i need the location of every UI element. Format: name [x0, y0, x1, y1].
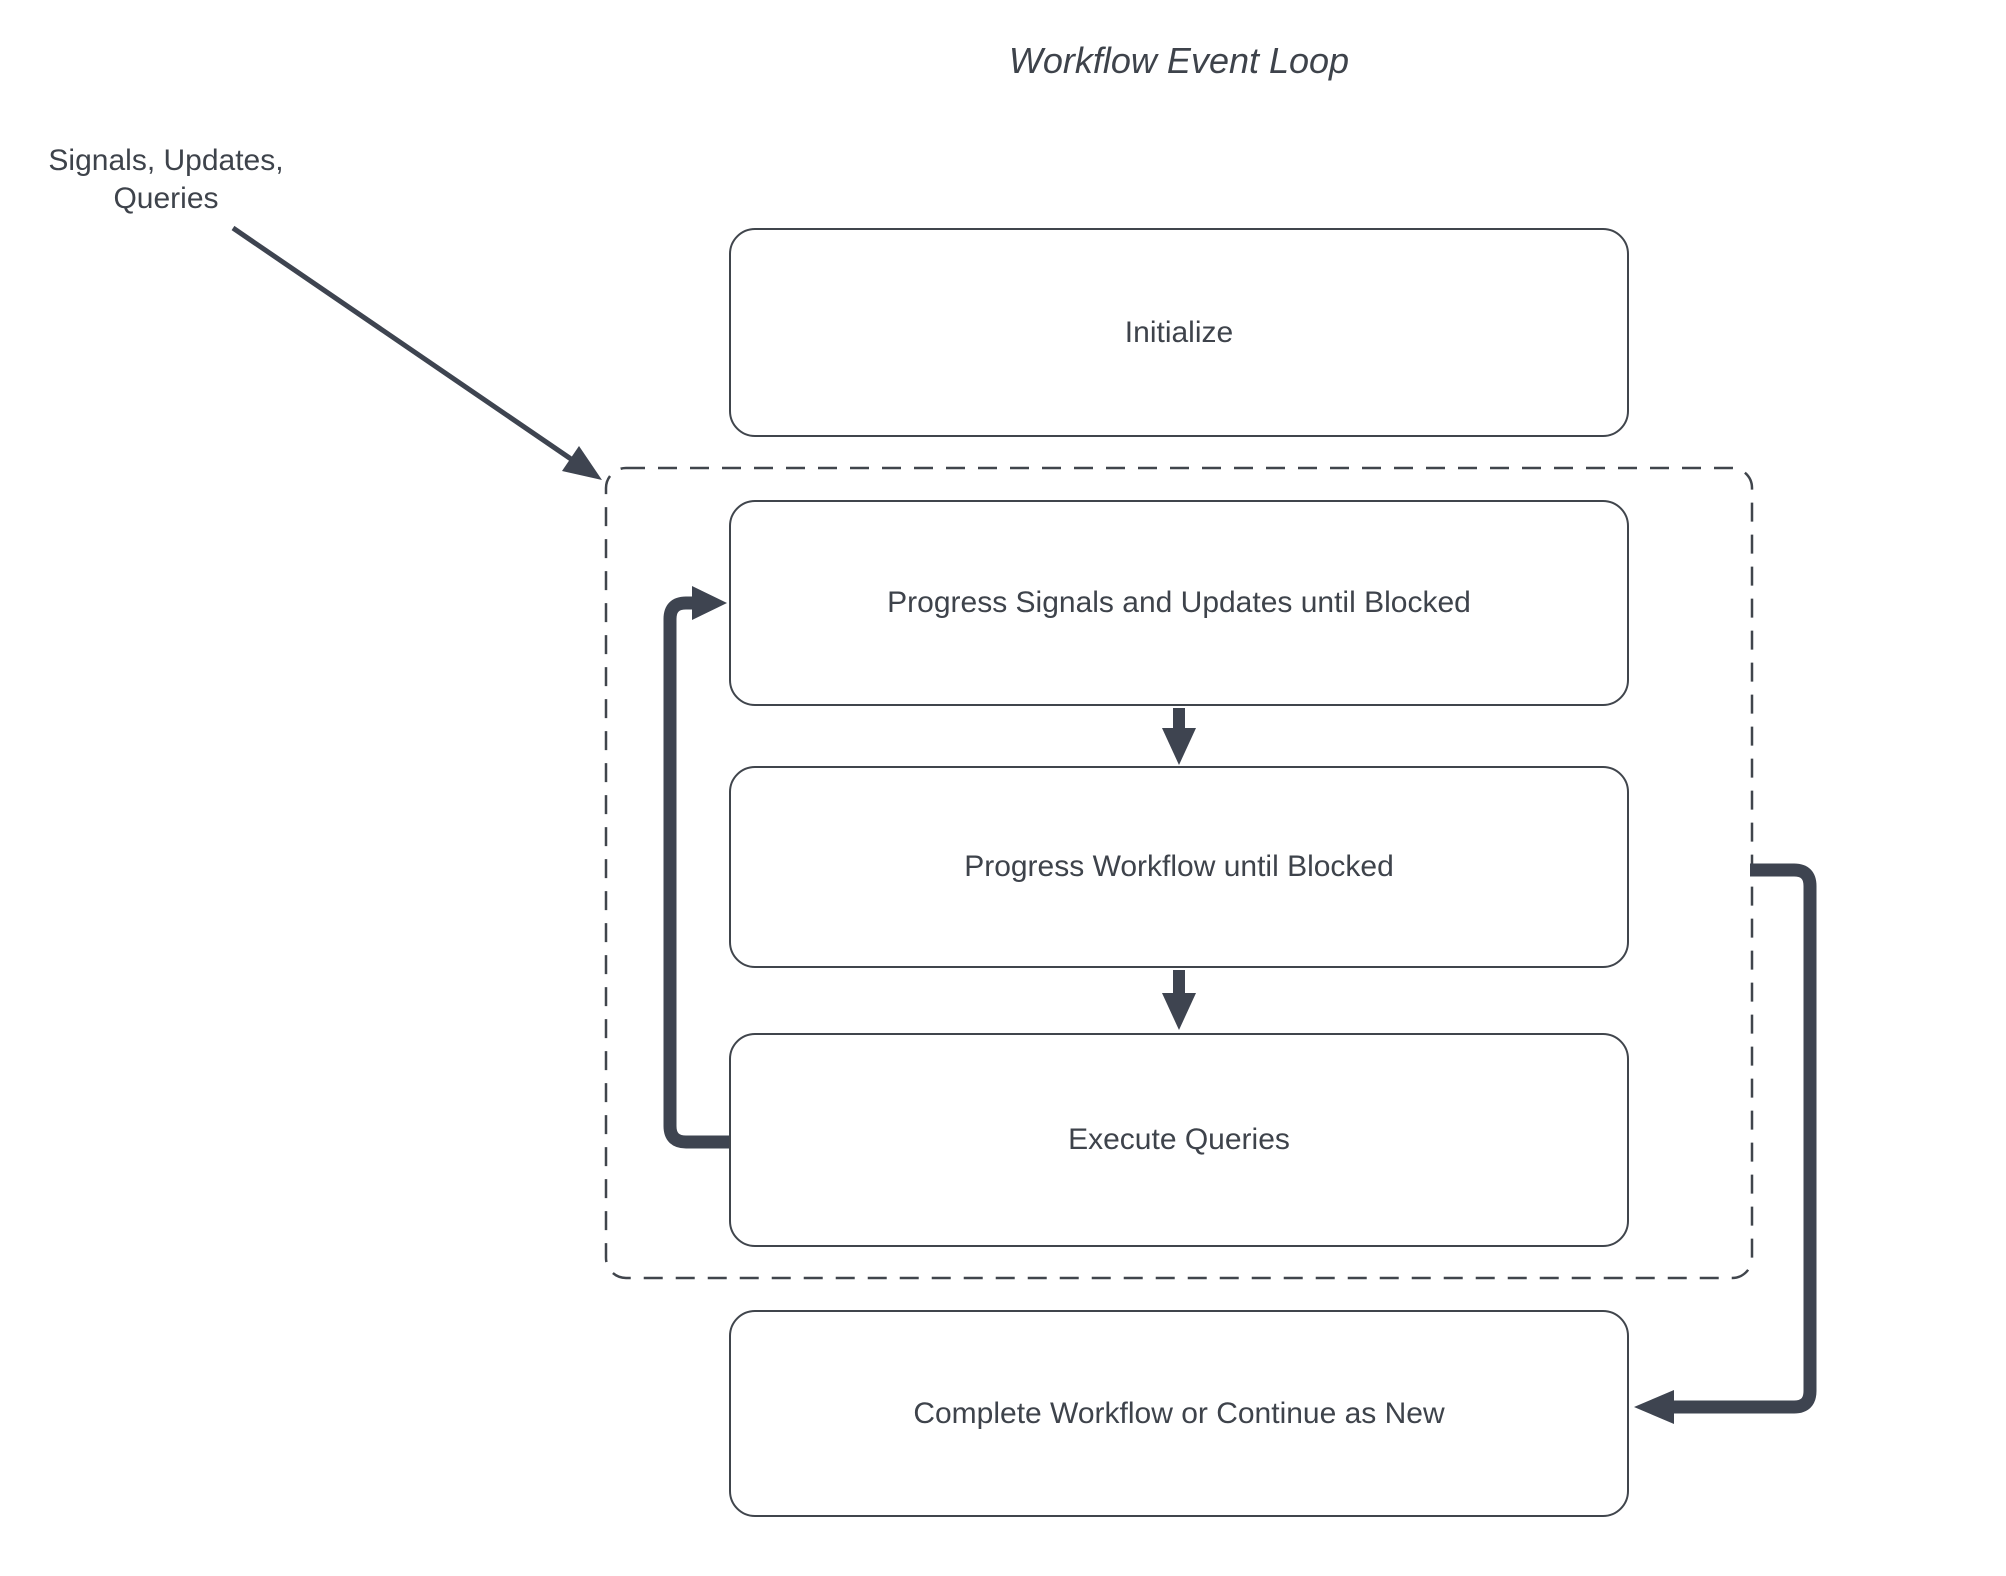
node-execute-queries-label: Execute Queries: [1068, 1123, 1290, 1156]
node-progress-signals-updates: Progress Signals and Updates until Block…: [729, 500, 1629, 706]
node-initialize: Initialize: [729, 228, 1629, 437]
annotation-line-1: Signals, Updates,: [48, 144, 284, 177]
node-progress-workflow-label: Progress Workflow until Blocked: [964, 850, 1394, 883]
node-initialize-label: Initialize: [1124, 315, 1234, 349]
arrow-loop-to-complete-workflow: [1634, 863, 1817, 1424]
node-complete-workflow-label: Complete Workflow or Continue as New: [913, 1396, 1445, 1430]
annotation-line-2: Queries: [113, 182, 219, 215]
arrow-signals-to-loop: [231, 225, 602, 480]
node-progress-workflow: Progress Workflow until Blocked: [729, 766, 1629, 968]
arrow-execute-queries-to-progress-signals: [663, 586, 729, 1149]
arrow-progress-signals-to-progress-workflow: [1162, 708, 1196, 765]
node-complete-workflow: Complete Workflow or Continue as New: [729, 1310, 1629, 1517]
node-progress-signals-label: Progress Signals and Updates until Block…: [887, 586, 1471, 619]
node-execute-queries: Execute Queries: [729, 1033, 1629, 1247]
page-title: Workflow Event Loop: [1008, 40, 1350, 81]
arrow-progress-workflow-to-execute-queries: [1162, 970, 1196, 1030]
signals-updates-queries-label: Signals, Updates, Queries: [16, 142, 316, 218]
